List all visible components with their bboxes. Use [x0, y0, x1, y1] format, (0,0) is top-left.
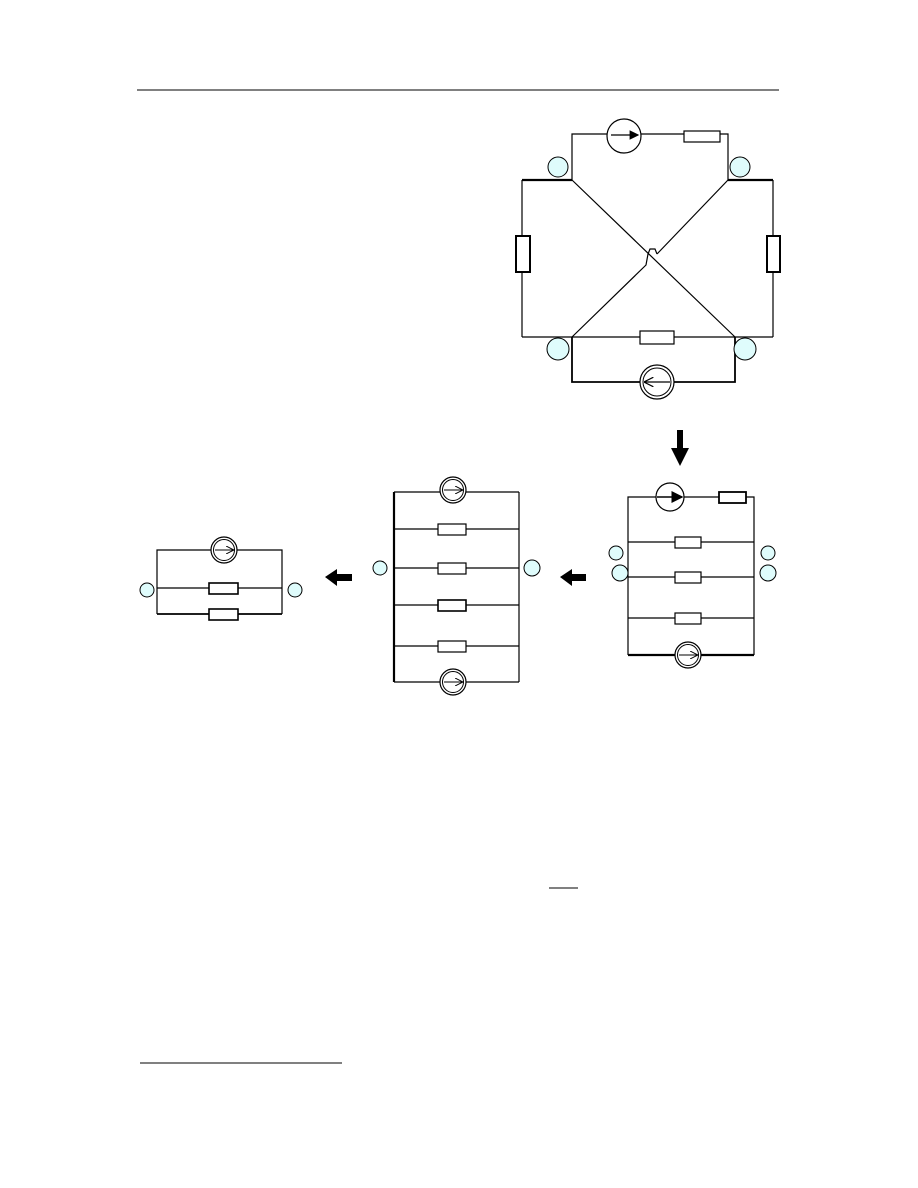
resistor-icon: [766, 235, 781, 273]
resistor-icon: [674, 536, 702, 549]
arrow-left-icon: [325, 569, 352, 586]
node-marker: [733, 337, 757, 361]
resistor-icon: [674, 571, 702, 584]
bridge-circuit-diagram: [515, 118, 781, 400]
resistor-icon: [718, 491, 747, 504]
resistor-icon: [437, 599, 467, 612]
node-marker: [547, 156, 569, 178]
node-marker: [759, 564, 777, 582]
node-marker: [611, 564, 629, 582]
node-marker: [287, 582, 303, 598]
equivalent-circuit-step-2: [372, 476, 541, 696]
node-marker: [608, 545, 624, 561]
node-marker: [760, 545, 776, 561]
resistor-icon: [639, 330, 675, 345]
node-marker: [523, 559, 541, 577]
resistor-icon: [515, 235, 531, 273]
resistor-icon: [437, 523, 467, 536]
resistor-icon: [437, 562, 467, 575]
equivalent-circuit-step-3: [139, 536, 303, 621]
resistor-icon: [437, 640, 467, 653]
arrow-down-icon: [671, 430, 689, 466]
node-marker: [372, 560, 388, 576]
arrow-left-icon: [560, 569, 586, 586]
resistor-icon: [208, 608, 239, 621]
node-marker: [546, 337, 570, 361]
resistor-icon: [683, 130, 721, 143]
equivalent-circuit-step-1: [608, 482, 777, 669]
resistor-icon: [208, 582, 239, 595]
current-source-icon: [606, 118, 642, 154]
node-marker: [729, 156, 751, 178]
node-marker: [139, 582, 155, 598]
resistor-icon: [674, 612, 702, 625]
